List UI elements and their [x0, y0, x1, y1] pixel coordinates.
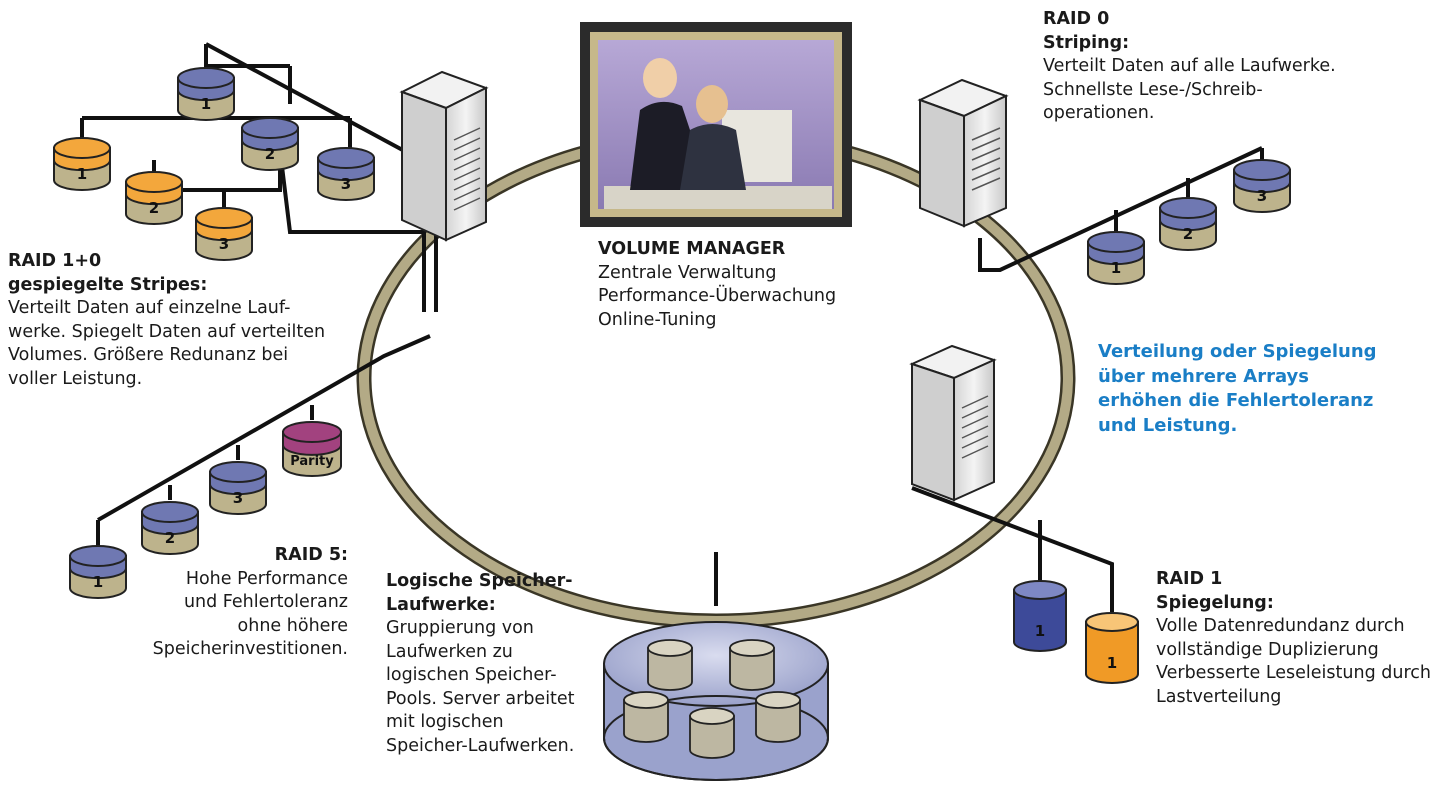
raid0-title: RAID 0: [1043, 9, 1110, 29]
volume-manager-text: VOLUME MANAGER Zentrale Verwaltung Perfo…: [598, 238, 836, 332]
logical-storage-text: Logische Speicher- Laufwerke: Gruppierun…: [386, 570, 575, 758]
disk-label: Parity: [290, 454, 334, 469]
raid0-line: Schnellste Lese-/Schreib-: [1043, 79, 1263, 100]
raid10-subtitle: gespiegelte Stripes:: [8, 274, 208, 295]
raid1-line: Verbesserte Leseleistung durch: [1156, 663, 1431, 683]
raid10-disk-blue: 2: [241, 117, 299, 171]
server-tower-left: [399, 70, 489, 242]
raid1-line: vollständige Duplizierung: [1156, 639, 1379, 660]
raid1-text: RAID 1 Spiegelung: Volle Datenredundanz …: [1156, 568, 1431, 709]
disk-label: 1: [1111, 259, 1121, 277]
volume-manager-line: Online-Tuning: [598, 309, 717, 330]
raid10-line: Volumes. Größere Redunanz bei: [8, 345, 289, 365]
raid1-subtitle: Spiegelung:: [1156, 592, 1274, 613]
raid5-disk: 3: [209, 461, 267, 515]
disk-label: 3: [341, 175, 351, 193]
callout-text: Verteilung oder Spiegelung über mehrere …: [1098, 340, 1377, 438]
raid0-text: RAID 0 Striping: Verteilt Daten auf alle…: [1043, 8, 1336, 126]
raid5-text: RAID 5: Hohe Performance und Fehlertoler…: [153, 544, 348, 662]
raid10-disk-orange: 3: [195, 207, 253, 261]
volume-manager-title: VOLUME MANAGER: [598, 239, 786, 259]
raid5-line: ohne höhere: [237, 615, 348, 636]
raid10-title: RAID 1+0: [8, 251, 102, 271]
server-tower-right-top: [917, 78, 1009, 228]
raid5-line: Speicherinvestitionen.: [152, 639, 348, 659]
raid5-parity-disk: Parity: [282, 421, 342, 477]
raid10-disk-orange: 1: [53, 137, 111, 191]
logical-storage-title: Laufwerke:: [386, 594, 496, 615]
logical-storage-line: Gruppierung von: [386, 618, 534, 638]
disk-label: 1: [1107, 654, 1117, 672]
raid10-text: RAID 1+0 gespiegelte Stripes: Verteilt D…: [8, 250, 325, 391]
callout-line: und Leistung.: [1098, 414, 1238, 436]
raid1-line: Lastverteilung: [1156, 686, 1282, 707]
raid0-line: Verteilt Daten auf alle Laufwerke.: [1043, 56, 1336, 76]
raid10-disk-blue: 3: [317, 147, 375, 201]
pool-disk: [647, 639, 693, 691]
pool-disk: [689, 707, 735, 759]
raid10-line: werke. Spiegelt Daten auf verteilten: [8, 321, 326, 342]
raid1-disk-orange: 1: [1085, 612, 1139, 684]
volume-manager-line: Zentrale Verwaltung: [598, 262, 777, 283]
disk-label: 3: [233, 489, 243, 507]
connection-lines: [80, 42, 1264, 612]
raid0-subtitle: Striping:: [1043, 32, 1130, 53]
logical-storage-line: logischen Speicher-: [386, 665, 557, 685]
server-tower-right-bottom: [909, 344, 997, 502]
logical-storage-line: mit logischen: [386, 712, 504, 732]
disk-label: 2: [149, 199, 159, 217]
logical-storage-line: Laufwerken zu: [386, 641, 513, 662]
disk-label: 3: [219, 235, 229, 253]
raid10-line: voller Leistung.: [8, 368, 143, 389]
disk-label: 2: [265, 145, 275, 163]
raid10-line: Verteilt Daten auf einzelne Lauf-: [8, 298, 291, 318]
disk-label: 2: [1183, 225, 1193, 243]
raid5-line: Hohe Performance: [185, 568, 348, 589]
raid10-disk-blue: 1: [177, 67, 235, 121]
raid1-disk-blue: 1: [1013, 580, 1067, 652]
disk-label: 2: [165, 529, 175, 547]
raid10-disk-orange: 2: [125, 171, 183, 225]
raid0-disk: 2: [1159, 197, 1217, 251]
logical-storage-line: Speicher-Laufwerken.: [386, 735, 575, 756]
raid5-line: und Fehlertoleranz: [183, 592, 348, 612]
logical-storage-title: Logische Speicher-: [386, 571, 573, 591]
volume-manager-photo: [580, 22, 852, 227]
callout-line: erhöhen die Fehlertoleranz: [1098, 390, 1374, 411]
disk-label: 1: [93, 573, 103, 591]
pool-disk: [755, 691, 801, 743]
disk-label: 1: [77, 165, 87, 183]
pool-disk: [729, 639, 775, 691]
raid0-line: operationen.: [1043, 103, 1155, 123]
raid5-disk: 2: [141, 501, 199, 555]
raid0-disk: 3: [1233, 159, 1291, 213]
pool-disk: [623, 691, 669, 743]
disk-label: 3: [1257, 187, 1267, 205]
callout-line: über mehrere Arrays: [1098, 365, 1309, 387]
raid1-title: RAID 1: [1156, 569, 1223, 589]
disk-label: 1: [201, 95, 211, 113]
callout-line: Verteilung oder Spiegelung: [1098, 341, 1377, 362]
volume-manager-line: Performance-Überwachung: [598, 286, 837, 306]
logical-storage-line: Pools. Server arbeitet: [386, 688, 575, 709]
raid5-disk: 1: [69, 545, 127, 599]
raid1-line: Volle Datenredundanz durch: [1156, 616, 1405, 636]
raid5-title: RAID 5:: [274, 545, 348, 565]
disk-label: 1: [1035, 622, 1045, 640]
raid0-disk: 1: [1087, 231, 1145, 285]
